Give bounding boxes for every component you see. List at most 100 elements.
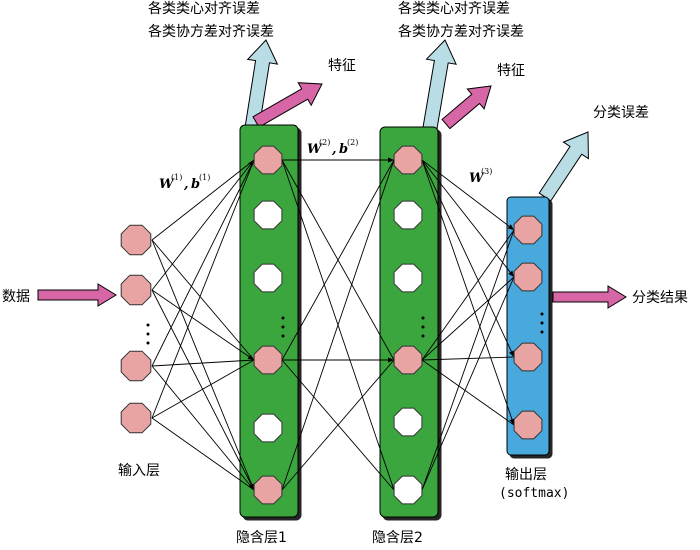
edge-h2-out — [421, 229, 515, 491]
neurons — [120, 145, 543, 505]
hidden1-neuron-active — [253, 345, 283, 375]
result-output-arrow — [552, 285, 627, 309]
edge-h1-h2 — [281, 159, 395, 361]
hidden2-ellipsis — [421, 334, 425, 338]
edge-input-h1 — [151, 289, 255, 491]
edge-h1-h2 — [281, 159, 395, 491]
h2-align-line2: 各类协方差对齐误差 — [398, 24, 524, 40]
edge-arrowhead — [507, 224, 514, 230]
w2-main: W — [307, 142, 323, 157]
edge-input-h1 — [151, 159, 255, 291]
h2-align-arrow — [422, 39, 457, 130]
hidden-layer-1-column — [239, 124, 299, 518]
hidden1-neuron — [253, 200, 283, 230]
w1-comma: , — [183, 177, 189, 192]
output-sub-label: (softmax) — [499, 486, 569, 501]
ellipsis-dots — [146, 312, 544, 345]
input-layer-label: 输入层 — [118, 463, 160, 479]
error-arrows — [244, 39, 589, 202]
edge-input-h1 — [151, 239, 255, 491]
data-input-arrow — [37, 283, 117, 307]
output-layer-label: 输出层 — [505, 467, 547, 483]
output-neuron — [513, 215, 543, 245]
input-neuron — [120, 224, 152, 256]
edge-h2-out — [421, 229, 515, 361]
hidden1-neuron-active — [253, 145, 283, 175]
hidden2-neuron — [393, 200, 423, 230]
hidden2-label: 隐含层2 — [372, 530, 423, 546]
h2-feature-arrow — [441, 85, 492, 130]
edge-arrowhead — [247, 354, 254, 360]
input-neuron — [120, 274, 152, 306]
edge-arrowhead — [388, 157, 394, 163]
edge-arrowhead — [388, 357, 394, 363]
class-error-arrow — [538, 131, 589, 202]
edge-input-h1 — [151, 359, 255, 419]
weight-label-3: W (3) — [469, 167, 492, 186]
output-neuron — [513, 410, 543, 440]
hidden-layer-2-column — [379, 126, 439, 518]
hidden1-ellipsis — [281, 334, 285, 338]
h1-feature-arrow — [252, 82, 323, 128]
hidden2-neuron-active — [393, 345, 423, 375]
edge-input-h1 — [151, 365, 255, 491]
edge-input-h1 — [151, 359, 255, 367]
weight-label-2: W (2) , b (2) — [307, 138, 358, 157]
edge-input-h1 — [151, 417, 255, 491]
edge-h2-out — [421, 276, 515, 361]
edge-h2-out — [421, 359, 515, 426]
weight-label-1: W (1) , b (1) — [159, 173, 210, 192]
class-error-label: 分类误差 — [593, 105, 649, 121]
input-ellipsis — [146, 323, 150, 327]
w2-comma: , — [331, 142, 337, 157]
w3-main: W — [469, 171, 485, 186]
hidden2-ellipsis — [421, 325, 425, 329]
edge-input-h1 — [151, 289, 255, 361]
w1-sup: (1) — [171, 173, 182, 182]
edge-h2-out — [421, 159, 515, 231]
edge-h2-out — [421, 356, 515, 361]
edge-h2-out — [421, 159, 515, 358]
connection-lines — [151, 157, 515, 491]
b2-sup: (2) — [347, 138, 358, 147]
input-neuron — [120, 402, 152, 434]
b1-main: b — [191, 177, 200, 192]
hidden1-ellipsis — [281, 325, 285, 329]
w1-main: W — [159, 177, 175, 192]
edge-input-h1 — [151, 159, 255, 367]
hidden1-ellipsis — [281, 316, 285, 320]
edge-arrowhead — [509, 418, 515, 425]
output-ellipsis — [540, 312, 544, 316]
edge-input-h1 — [151, 239, 255, 361]
edge-arrowhead — [248, 160, 254, 167]
hidden1-neuron — [253, 263, 283, 293]
h1-align-arrow — [244, 39, 279, 130]
hidden1-label: 隐含层1 — [236, 530, 287, 546]
hidden2-ellipsis — [421, 316, 425, 320]
h2-align-line1: 各类类心对齐误差 — [398, 1, 510, 17]
b2-main: b — [339, 142, 348, 157]
edge-arrowhead — [509, 350, 514, 357]
result-label: 分类结果 — [632, 290, 688, 306]
layer-columns — [239, 124, 550, 518]
h1-feature-label: 特征 — [328, 58, 356, 74]
edge-arrowhead — [248, 483, 254, 490]
hidden1-neuron-active — [253, 475, 283, 505]
output-ellipsis — [540, 330, 544, 334]
edge-input-h1 — [151, 159, 255, 241]
output-layer-column — [506, 196, 550, 456]
output-ellipsis — [540, 321, 544, 325]
output-neuron — [513, 262, 543, 292]
input-data-label: 数据 — [2, 289, 30, 305]
hidden2-neuron — [393, 475, 423, 505]
hidden2-neuron-active — [393, 145, 423, 175]
w3-sup: (3) — [481, 167, 492, 176]
h1-align-line2: 各类协方差对齐误差 — [148, 24, 274, 40]
input-ellipsis — [146, 341, 150, 345]
edge-h2-out — [421, 159, 515, 278]
h2-feature-label: 特征 — [497, 63, 525, 79]
edge-h1-h2 — [281, 359, 395, 491]
b1-sup: (1) — [199, 173, 210, 182]
output-neuron — [513, 342, 543, 372]
